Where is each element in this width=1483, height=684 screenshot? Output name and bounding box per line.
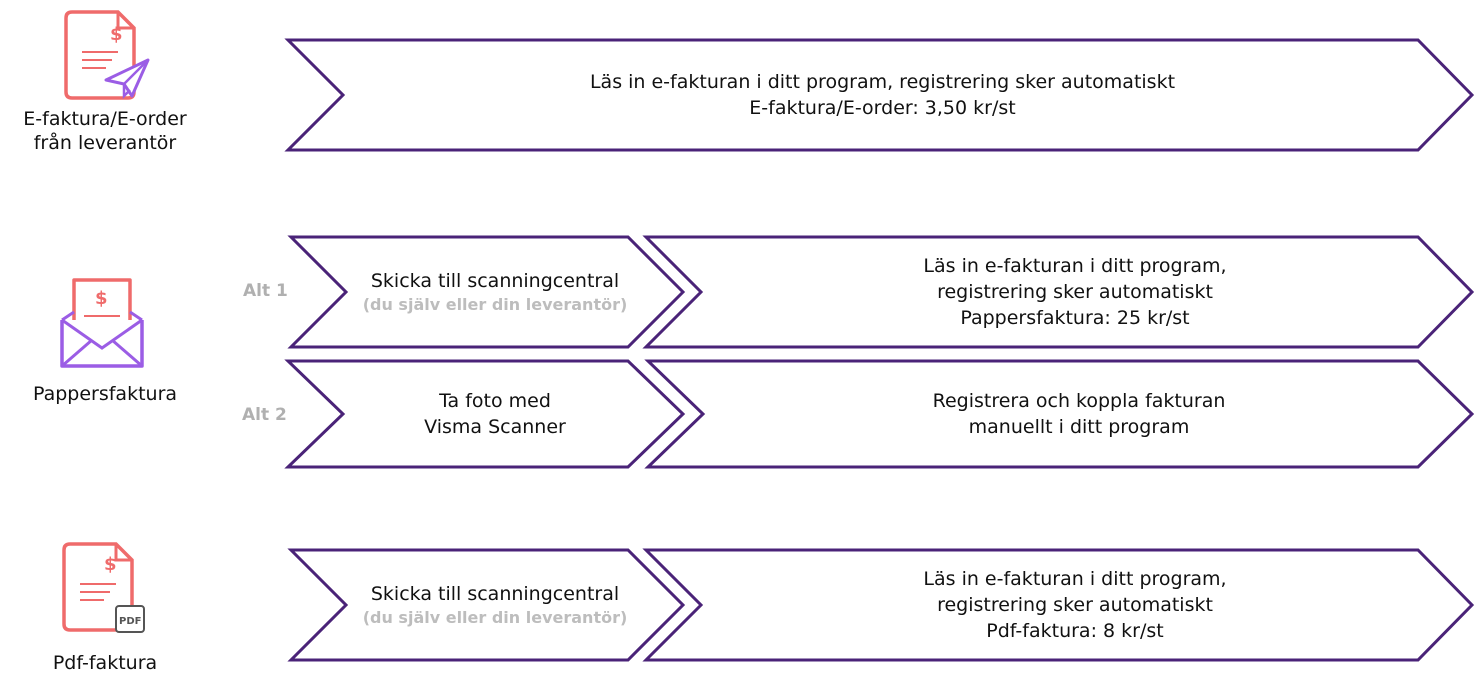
alt1-step1-sub: (du själv eller din leverantör) — [362, 295, 628, 314]
efaktura-main-text: Läs in e-fakturan i ditt program, regist… — [345, 40, 1420, 150]
efaktura-label-line2: från leverantör — [33, 132, 177, 154]
pdf-step1-sub: (du själv eller din leverantör) — [362, 608, 628, 627]
pdf-step1-arrow — [287, 548, 686, 662]
pdf-step2-text: Läs in e-fakturan i ditt program, regist… — [690, 550, 1460, 660]
invoice-paper-plane-icon: $ — [64, 10, 150, 100]
svg-text:$: $ — [95, 288, 108, 309]
svg-text:$: $ — [104, 554, 117, 575]
alt1-step1-text: Skicka till scanningcentral (du själv el… — [346, 237, 644, 347]
efaktura-main-line1: Läs in e-fakturan i ditt program, regist… — [589, 71, 1176, 93]
alt2-step1-line2: Visma Scanner — [424, 416, 566, 438]
alt1-step2-line2: registrering sker automatiskt — [937, 281, 1213, 303]
alt1-step1-title: Skicka till scanningcentral — [370, 270, 620, 292]
efaktura-main-arrow — [284, 38, 1475, 152]
svg-text:$: $ — [110, 24, 123, 45]
pdf-step1-text: Skicka till scanningcentral (du själv el… — [346, 550, 644, 660]
alt1-step2-arrow — [642, 235, 1475, 349]
alt2-step1-text: Ta foto med Visma Scanner — [346, 361, 644, 467]
alt1-step1-arrow — [287, 235, 686, 349]
alt2-step1-arrow — [284, 359, 686, 469]
alt1-label: Alt 1 — [243, 281, 288, 301]
efaktura-label-line1: E-faktura/E-order — [23, 108, 187, 130]
invoice-envelope-icon: $ — [60, 278, 144, 368]
alt2-step2-line2: manuellt i ditt program — [968, 416, 1190, 438]
pdf-label: Pdf-faktura — [52, 652, 158, 674]
alt1-step2-price: Pappersfaktura: 25 kr/st — [960, 307, 1190, 329]
alt2-label: Alt 2 — [242, 405, 287, 425]
alt2-step1-line1: Ta foto med — [439, 390, 551, 412]
alt1-step2-line1: Läs in e-fakturan i ditt program, — [923, 255, 1227, 277]
alt1-step2-text: Läs in e-fakturan i ditt program, regist… — [690, 237, 1460, 347]
pdf-step2-line1: Läs in e-fakturan i ditt program, — [923, 568, 1227, 590]
pdf-step1-title: Skicka till scanningcentral — [370, 583, 620, 605]
pdf-badge: PDF — [119, 616, 141, 627]
alt2-step2-line1: Registrera och koppla fakturan — [932, 390, 1226, 412]
alt2-step2-text: Registrera och koppla fakturan manuellt … — [694, 361, 1464, 467]
efaktura-main-price: E-faktura/E-order: 3,50 kr/st — [749, 97, 1016, 119]
pappersfaktura-label: Pappersfaktura — [32, 383, 178, 405]
alt2-step2-arrow — [644, 359, 1475, 469]
pdf-step2-line2: registrering sker automatiskt — [937, 594, 1213, 616]
pdf-step2-arrow — [642, 548, 1475, 662]
efaktura-label: E-faktura/E-order från leverantör — [0, 107, 210, 155]
invoice-pdf-icon: $ PDF — [62, 542, 145, 633]
pdf-step2-price: Pdf-faktura: 8 kr/st — [986, 620, 1164, 642]
